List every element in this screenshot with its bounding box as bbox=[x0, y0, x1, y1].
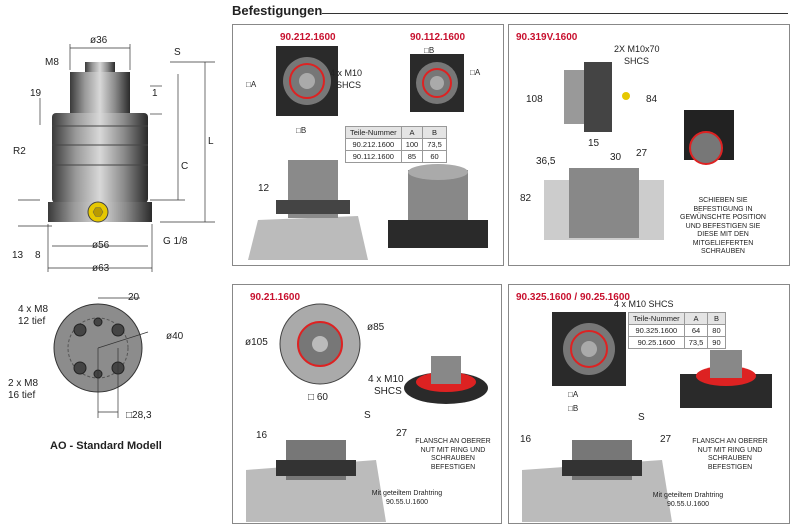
holes-12tief: 12 tief bbox=[18, 316, 46, 327]
table-cell: 100 bbox=[400, 138, 424, 151]
dim-r2: R2 bbox=[13, 146, 26, 157]
dim-d40: ø40 bbox=[166, 331, 184, 342]
panel1-dimA: □A bbox=[246, 80, 257, 89]
dim-8: 8 bbox=[35, 250, 41, 261]
panel1-dimB2: □B bbox=[424, 46, 435, 55]
table-row: 90.112.1600 85 60 bbox=[345, 150, 447, 163]
table-row: 90.325.1600 64 80 bbox=[628, 324, 726, 337]
cylinder-side-drawing bbox=[18, 44, 215, 272]
holes-16tief: 16 tief bbox=[8, 390, 36, 401]
panel4-d16: 16 bbox=[520, 434, 532, 445]
panel2-d30: 30 bbox=[610, 152, 622, 163]
panel1-dimA2: □A bbox=[470, 68, 481, 77]
table-cell: 80 bbox=[707, 324, 726, 337]
table-header: Teile-Nummer bbox=[345, 126, 402, 139]
table-cell: 73,5 bbox=[683, 336, 709, 349]
panel1-topviews bbox=[276, 46, 464, 116]
table-header: Teile-Nummer bbox=[628, 312, 685, 325]
dim-d56: ø56 bbox=[92, 240, 110, 251]
panel3-d27: 27 bbox=[396, 428, 408, 439]
panel4-drawings bbox=[522, 312, 772, 522]
panel3-s: S bbox=[364, 410, 371, 421]
dim-m8: M8 bbox=[45, 57, 59, 68]
panel2-d108: 108 bbox=[526, 94, 543, 105]
table-header: A bbox=[683, 312, 709, 325]
panel4-table: Teile-Nummer A B 90.325.1600 64 80 90.25… bbox=[628, 312, 726, 349]
panel3-part: 90.21.1600 bbox=[250, 292, 301, 303]
panel3-sq60: □ 60 bbox=[308, 392, 328, 403]
holes-4xm8: 4 x M8 bbox=[18, 304, 49, 315]
panel2-part: 90.319V.1600 bbox=[516, 32, 578, 43]
panel3-d16: 16 bbox=[256, 430, 268, 441]
panel2-note: SCHIEBEN SIE BEFESTIGUNG IN GEWÜNSCHTE P… bbox=[680, 197, 766, 255]
panel2-bolts2: SHCS bbox=[624, 56, 650, 66]
table-cell: 90 bbox=[707, 336, 726, 349]
panel2-d84: 84 bbox=[646, 94, 658, 105]
table-cell: 90.25.1600 bbox=[628, 336, 685, 349]
dim-13: 13 bbox=[12, 250, 24, 261]
panel3-note: FLANSCH AN OBERER NUT MIT RING UND SCHRA… bbox=[415, 438, 491, 471]
dim-20: 20 bbox=[128, 292, 140, 303]
table-header: B bbox=[707, 312, 726, 325]
page-title: Befestigungen bbox=[232, 3, 323, 18]
table-header: A bbox=[400, 126, 424, 139]
panel1-part-b: 90.112.1600 bbox=[410, 32, 466, 43]
panel4-part: 90.325.1600 / 90.25.1600 bbox=[516, 292, 630, 303]
panel1-bolts: 4 x M10 bbox=[330, 68, 363, 78]
model-caption: AO - Standard Modell bbox=[50, 440, 162, 452]
table-cell: 90.212.1600 bbox=[345, 138, 402, 151]
dim-28-3: □28,3 bbox=[126, 410, 152, 421]
table-cell: 90.325.1600 bbox=[628, 324, 685, 337]
panel4-s: S bbox=[638, 412, 645, 423]
dim-d36: ø36 bbox=[90, 35, 108, 46]
dim-1: 1 bbox=[152, 88, 158, 99]
dim-s: S bbox=[174, 47, 181, 58]
panel2-d15: 15 bbox=[588, 138, 600, 149]
panel1-part-a: 90.212.1600 bbox=[280, 32, 336, 43]
holes-2xm8: 2 x M8 bbox=[8, 378, 39, 389]
panel4-dimB: □B bbox=[568, 404, 579, 413]
panel3-drawings bbox=[246, 303, 488, 522]
panel4-bolts: 4 x M10 SHCS bbox=[614, 299, 674, 309]
panel2-drawings bbox=[544, 62, 734, 240]
panel1-dim12: 12 bbox=[258, 183, 270, 194]
panel1-dimB: □B bbox=[296, 126, 307, 135]
table-cell: 60 bbox=[422, 150, 447, 163]
panel4-wire: Mit geteiltem Drahtring 90.55.U.1600 bbox=[652, 492, 724, 508]
table-row: 90.25.1600 73,5 90 bbox=[628, 336, 726, 349]
panel4-note: FLANSCH AN OBERER NUT MIT RING UND SCHRA… bbox=[692, 438, 768, 471]
panel2-d82: 82 bbox=[520, 193, 532, 204]
panel3-bolts: 4 x M10 bbox=[368, 374, 404, 385]
panel3-d85: ø85 bbox=[367, 322, 385, 333]
table-row: 90.212.1600 100 73,5 bbox=[345, 138, 447, 151]
panel2-d365: 36,5 bbox=[536, 156, 556, 167]
panel1-bolts2: SHCS bbox=[336, 80, 362, 90]
panel3-bolts2: SHCS bbox=[374, 386, 402, 397]
panel4-dimA: □A bbox=[568, 390, 579, 399]
dim-19: 19 bbox=[30, 88, 42, 99]
panel1-table: Teile-Nummer A B 90.212.1600 100 73,5 90… bbox=[345, 126, 447, 163]
dim-l: L bbox=[208, 136, 214, 147]
dim-g18: G 1/8 bbox=[163, 236, 188, 247]
panel1-section-views bbox=[248, 160, 488, 260]
table-cell: 90.112.1600 bbox=[345, 150, 402, 163]
panel3-d105: ø105 bbox=[245, 337, 268, 348]
cylinder-bottom-view bbox=[53, 297, 149, 418]
title-rule bbox=[322, 13, 788, 14]
table-cell: 64 bbox=[683, 324, 709, 337]
table-header: B bbox=[422, 126, 447, 139]
panel2-bolts: 2X M10x70 bbox=[614, 44, 660, 54]
panel3-wire: Mit geteiltem Drahtring 90.55.U.1600 bbox=[371, 490, 443, 506]
panel4-d27: 27 bbox=[660, 434, 672, 445]
dim-d63: ø63 bbox=[92, 263, 110, 274]
panel2-d27: 27 bbox=[636, 148, 648, 159]
dim-c: C bbox=[181, 161, 189, 172]
table-cell: 73,5 bbox=[422, 138, 447, 151]
